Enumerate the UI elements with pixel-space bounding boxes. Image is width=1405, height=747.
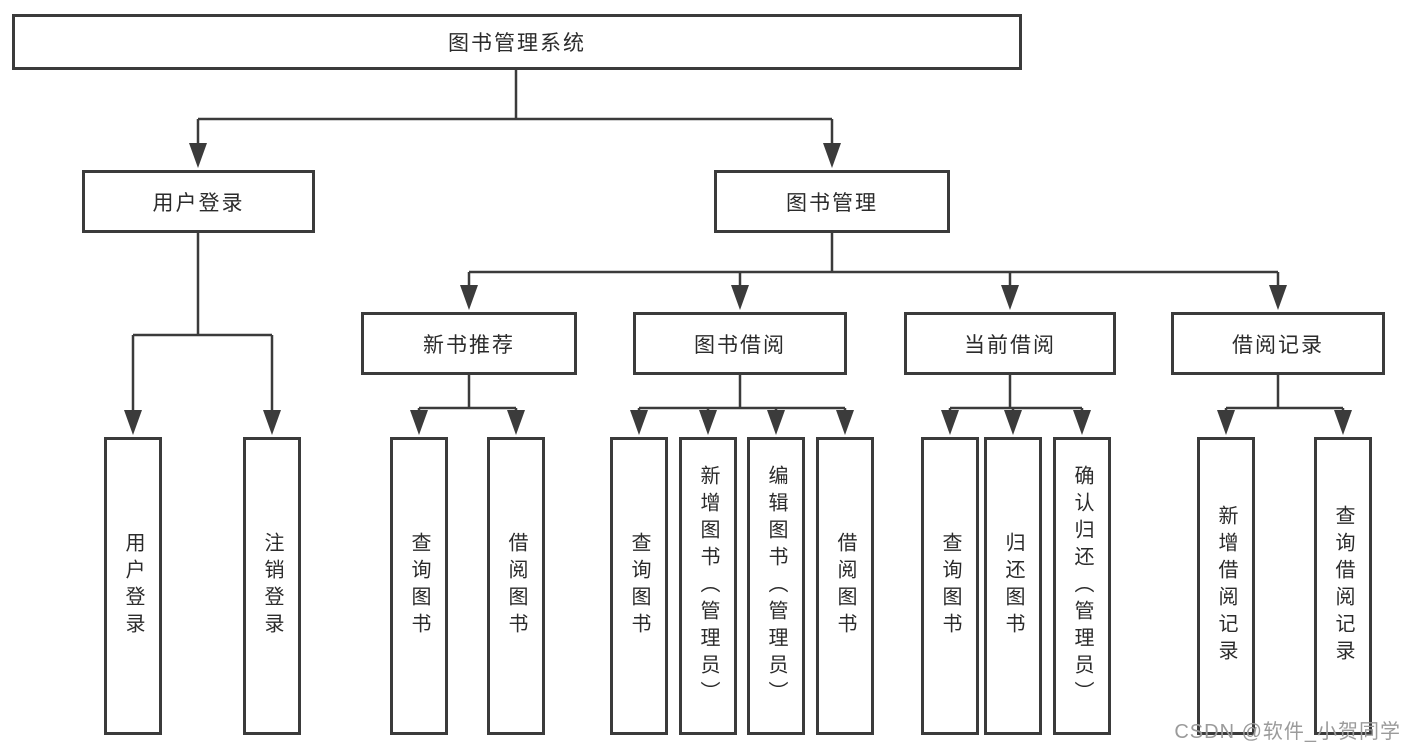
node-borrowing-records: 借阅记录 <box>1171 312 1385 375</box>
node-book-borrowing: 图书借阅 <box>633 312 847 375</box>
node-root-system: 图书管理系统 <box>12 14 1022 70</box>
leaf-br-query-borrow-record: 查询借阅记录 <box>1314 437 1372 735</box>
leaf-bb-query-books: 查询图书 <box>610 437 668 735</box>
leaf-bb-edit-books-admin: 编辑图书（管理员） <box>747 437 805 735</box>
node-new-book-recommend: 新书推荐 <box>361 312 577 375</box>
leaf-bb-add-books-admin: 新增图书（管理员） <box>679 437 737 735</box>
leaf-br-add-borrow-record: 新增借阅记录 <box>1197 437 1255 735</box>
leaf-cb-return-books: 归还图书 <box>984 437 1042 735</box>
node-user-login: 用户登录 <box>82 170 315 233</box>
csdn-watermark: CSDN @软件_小贺同学 <box>1174 721 1401 743</box>
leaf-user-login: 用户登录 <box>104 437 162 735</box>
node-book-management: 图书管理 <box>714 170 950 233</box>
leaf-bb-borrow-books: 借阅图书 <box>816 437 874 735</box>
leaf-cb-confirm-return-admin: 确认归还（管理员） <box>1053 437 1111 735</box>
leaf-logout-login: 注销登录 <box>243 437 301 735</box>
leaf-cb-query-books: 查询图书 <box>921 437 979 735</box>
leaf-nb-borrow-books: 借阅图书 <box>487 437 545 735</box>
leaf-nb-query-books: 查询图书 <box>390 437 448 735</box>
node-current-borrowing: 当前借阅 <box>904 312 1116 375</box>
